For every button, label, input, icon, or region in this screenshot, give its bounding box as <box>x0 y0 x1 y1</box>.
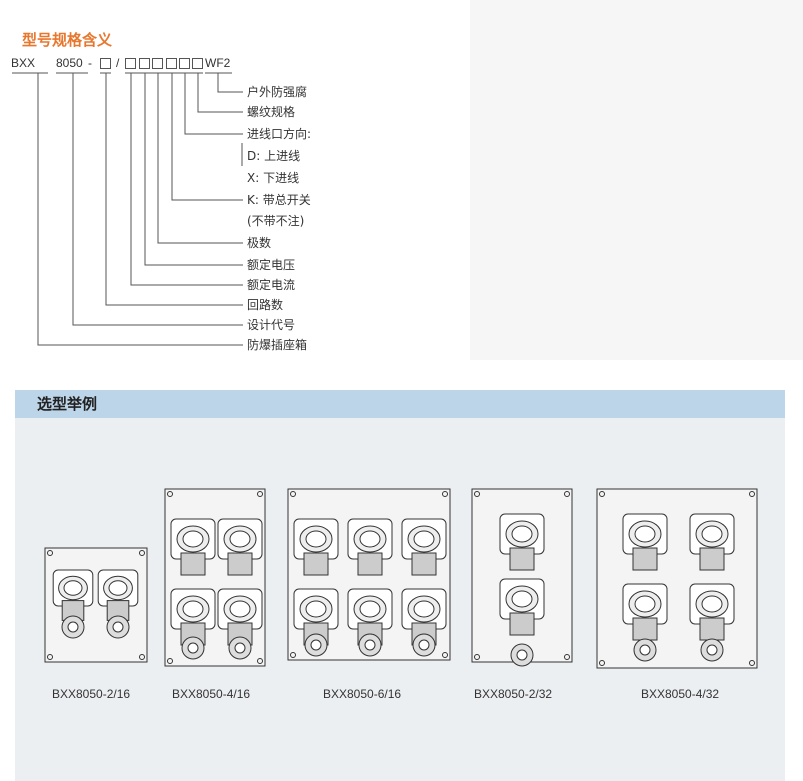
code-slash: / <box>116 56 120 70</box>
label-design-code: 设计代号 <box>247 318 296 332</box>
label-poles: 极数 <box>247 236 272 250</box>
label-circuits: 回路数 <box>247 298 284 312</box>
code-diagram-lines <box>12 72 243 346</box>
code-suffix: WF2 <box>205 56 231 70</box>
code-box <box>179 58 190 69</box>
code-box <box>152 58 163 69</box>
code-prefix: BXX <box>11 56 36 70</box>
code-box <box>100 58 111 69</box>
label-bottom-inlet: X: 下进线 <box>247 171 300 185</box>
product-label: BXX8050-4/32 <box>641 687 720 701</box>
label-not-noted: (不带不注) <box>247 214 305 228</box>
product-drawing <box>44 547 148 663</box>
section-title-model-meaning: 型号规格含义 <box>22 31 113 49</box>
product-illustrations <box>44 488 758 669</box>
section-title-examples: 选型举例 <box>15 390 785 418</box>
product-label: BXX8050-2/32 <box>474 687 553 701</box>
product-drawing <box>287 488 451 661</box>
label-top-inlet: D: 上进线 <box>247 149 301 163</box>
label-main-switch: K: 带总开关 <box>247 193 311 207</box>
side-panel <box>470 0 803 360</box>
product-drawing <box>471 488 573 667</box>
label-rated-voltage: 额定电压 <box>247 258 296 272</box>
label-explosion-proof-socket-box: 防爆插座箱 <box>247 338 308 352</box>
code-box <box>125 58 136 69</box>
product-drawing <box>596 488 758 669</box>
code-design: 8050 <box>56 56 83 70</box>
code-box <box>166 58 177 69</box>
code-box <box>139 58 150 69</box>
product-drawing <box>164 488 266 667</box>
code-box <box>192 58 203 69</box>
code-dash: - <box>88 56 92 70</box>
product-label: BXX8050-4/16 <box>172 687 251 701</box>
label-rated-current: 额定电流 <box>247 278 296 292</box>
label-outdoor-anticorrosion: 户外防强腐 <box>247 85 308 99</box>
label-thread-spec: 螺纹规格 <box>247 105 296 119</box>
product-label: BXX8050-6/16 <box>323 687 402 701</box>
product-label: BXX8050-2/16 <box>52 687 131 701</box>
label-inlet-direction: 进线口方向: <box>247 127 312 141</box>
